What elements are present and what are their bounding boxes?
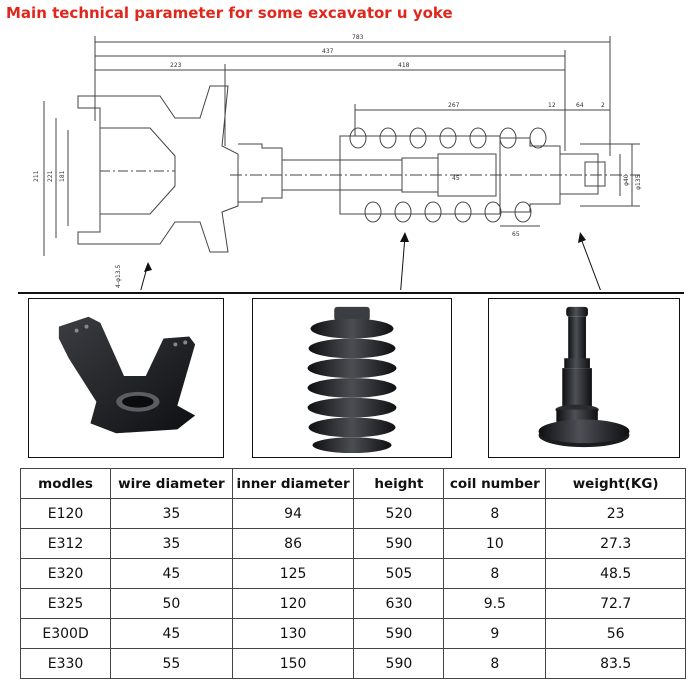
cell-weight: 27.3: [545, 528, 686, 559]
dim-r2: φ135: [635, 174, 642, 190]
dim-h2: 221: [47, 170, 54, 182]
cell-coil-number: 9: [443, 618, 547, 649]
photo-cylinder: [488, 298, 680, 458]
dim-inner: 45: [452, 175, 460, 182]
col-header-wire-diameter: wire diameter: [110, 468, 233, 499]
cell-coil-number: 8: [443, 648, 547, 679]
cell-weight: 56: [545, 618, 686, 649]
dim-h1: 211: [33, 170, 40, 182]
section-divider: [18, 292, 684, 294]
cell-weight: 48.5: [545, 558, 686, 589]
cell-wire-diameter: 45: [110, 618, 233, 649]
cell-weight: 72.7: [545, 588, 686, 619]
spring-image: [307, 306, 397, 454]
cell-model: E300D: [19, 618, 112, 649]
cell-wire-diameter: 35: [110, 528, 233, 559]
cell-model: E120: [19, 498, 112, 529]
table-row: E312 35 86 590 10 27.3: [19, 528, 686, 559]
dim-d64: 64: [576, 102, 584, 109]
parameter-table: modles wire diameter inner diameter heig…: [19, 468, 686, 679]
cell-model: E325: [19, 588, 112, 619]
photo-spring: [252, 298, 452, 458]
dim-overall: 783: [352, 34, 364, 41]
cell-weight: 23: [545, 498, 686, 529]
cell-inner-diameter: 94: [231, 498, 355, 529]
dim-r1: φ40: [623, 174, 630, 186]
cell-weight: 83.5: [545, 648, 686, 679]
cell-model: E320: [19, 558, 112, 589]
col-header-models: modles: [19, 468, 112, 499]
cell-height: 505: [353, 558, 445, 589]
cell-height: 590: [353, 648, 445, 679]
cell-inner-diameter: 86: [231, 528, 355, 559]
photo-u-yoke: [28, 298, 224, 458]
cell-wire-diameter: 55: [110, 648, 233, 679]
dim-low: 65: [512, 231, 520, 238]
table-row: E330 55 150 590 8 83.5: [19, 648, 686, 679]
cell-wire-diameter: 35: [110, 498, 233, 529]
table-row: E300D 45 130 590 9 56: [19, 618, 686, 649]
cell-inner-diameter: 125: [231, 558, 355, 589]
cell-height: 520: [353, 498, 445, 529]
table-row: E320 45 125 505 8 48.5: [19, 558, 686, 589]
cell-coil-number: 8: [443, 498, 547, 529]
col-header-coil-number: coil number: [443, 468, 547, 499]
cell-inner-diameter: 150: [231, 648, 355, 679]
dim-d12: 12: [548, 102, 556, 109]
dim-left: 223: [170, 62, 182, 69]
cell-height: 590: [353, 618, 445, 649]
cell-coil-number: 9.5: [443, 588, 547, 619]
page-title: Main technical parameter for some excava…: [6, 4, 453, 22]
technical-drawing: 783 437 223 418 267 12 64 2 211 221 181 …: [33, 34, 642, 290]
col-header-weight: weight(KG): [545, 468, 686, 499]
dim-h3: 181: [59, 170, 66, 182]
cell-height: 590: [353, 528, 445, 559]
cell-coil-number: 8: [443, 558, 547, 589]
dim-d2: 2: [601, 102, 605, 109]
cylinder-image: [538, 306, 630, 448]
cell-height: 630: [353, 588, 445, 619]
dim-right: 418: [398, 62, 410, 69]
cell-inner-diameter: 120: [231, 588, 355, 619]
u-yoke-image: [58, 316, 196, 434]
dim-spring: 267: [448, 102, 460, 109]
table-header-row: modles wire diameter inner diameter heig…: [19, 468, 686, 499]
dim-bolt: 4-φ13.5: [115, 265, 122, 288]
cell-wire-diameter: 45: [110, 558, 233, 589]
dim-span: 437: [322, 48, 334, 55]
cell-coil-number: 10: [443, 528, 547, 559]
col-header-inner-diameter: inner diameter: [231, 468, 355, 499]
cell-model: E330: [19, 648, 112, 679]
col-header-height: height: [353, 468, 445, 499]
table-row: E325 50 120 630 9.5 72.7: [19, 588, 686, 619]
table-row: E120 35 94 520 8 23: [19, 498, 686, 529]
cell-wire-diameter: 50: [110, 588, 233, 619]
cell-model: E312: [19, 528, 112, 559]
cell-inner-diameter: 130: [231, 618, 355, 649]
